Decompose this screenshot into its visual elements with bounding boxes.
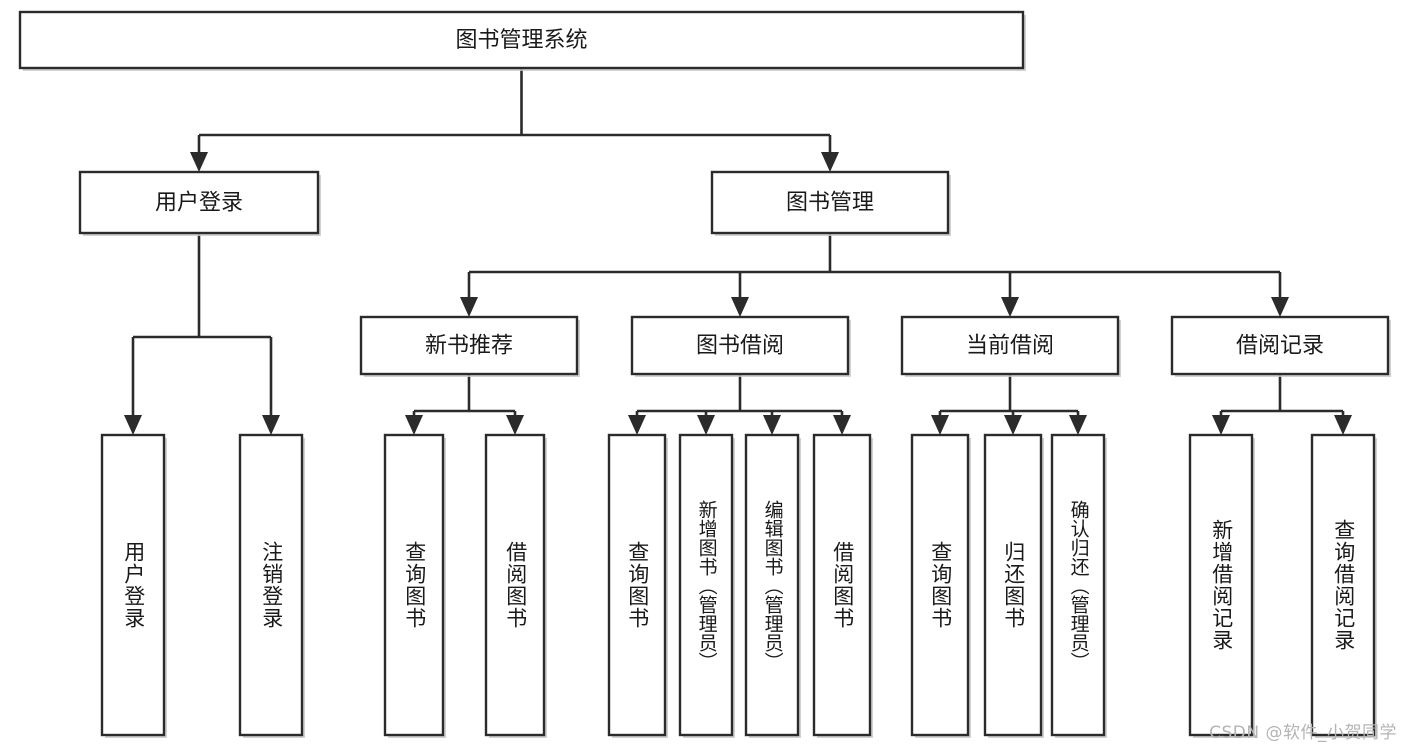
node-label-current-borrow: 当前借阅 bbox=[966, 334, 1054, 359]
connectors-layer bbox=[124, 68, 1352, 435]
arrow-head-icon bbox=[1212, 415, 1230, 435]
node-leaf-query-book-1[interactable] bbox=[383, 433, 445, 737]
arrow-head-icon bbox=[1334, 415, 1352, 435]
boxes-layer bbox=[18, 10, 1391, 738]
node-leaf-add-record[interactable] bbox=[1188, 433, 1254, 737]
node-current-borrow[interactable] bbox=[900, 315, 1120, 376]
node-label-root: 图书管理系统 bbox=[455, 28, 587, 53]
node-label-new-book-recommend: 新书推荐 bbox=[425, 334, 513, 359]
arrow-head-icon bbox=[1271, 297, 1289, 317]
node-new-book-recommend[interactable] bbox=[359, 315, 579, 376]
arrow-head-icon bbox=[1069, 415, 1087, 435]
node-leaf-query-book-3[interactable] bbox=[910, 433, 970, 737]
arrow-head-icon bbox=[506, 415, 524, 435]
arrow-head-icon bbox=[1001, 297, 1019, 317]
arrow-head-icon bbox=[124, 415, 142, 435]
node-leaf-return-book[interactable] bbox=[983, 433, 1043, 737]
arrow-head-icon bbox=[763, 415, 781, 435]
node-leaf-confirm-return[interactable] bbox=[1050, 433, 1106, 737]
node-leaf-query-book-2[interactable] bbox=[607, 433, 667, 737]
node-leaf-user-logout[interactable] bbox=[238, 433, 304, 737]
node-borrow-record[interactable] bbox=[1170, 315, 1390, 376]
arrow-head-icon bbox=[931, 415, 949, 435]
arrow-head-icon bbox=[821, 152, 839, 172]
node-label-book-borrow: 图书借阅 bbox=[696, 334, 784, 359]
node-leaf-add-book[interactable] bbox=[678, 433, 734, 737]
arrow-head-icon bbox=[628, 415, 646, 435]
node-label-borrow-record: 借阅记录 bbox=[1236, 334, 1324, 359]
arrow-head-icon bbox=[460, 297, 478, 317]
arrow-head-icon bbox=[833, 415, 851, 435]
node-root[interactable] bbox=[18, 10, 1025, 70]
node-leaf-query-record[interactable] bbox=[1310, 433, 1376, 737]
arrow-head-icon bbox=[731, 297, 749, 317]
node-book-manage[interactable] bbox=[710, 170, 950, 235]
node-leaf-borrow-book-1[interactable] bbox=[484, 433, 546, 737]
arrow-head-icon bbox=[262, 415, 280, 435]
node-label-user-login: 用户登录 bbox=[155, 191, 243, 216]
arrow-head-icon bbox=[405, 415, 423, 435]
node-label-book-manage: 图书管理 bbox=[786, 191, 874, 216]
csdn-watermark: CSDN @软件_小贺同学 bbox=[1209, 723, 1397, 743]
arrow-head-icon bbox=[1004, 415, 1022, 435]
node-leaf-user-login[interactable] bbox=[100, 433, 166, 737]
node-book-borrow[interactable] bbox=[630, 315, 850, 376]
arrow-head-icon bbox=[190, 152, 208, 172]
node-leaf-borrow-book-2[interactable] bbox=[812, 433, 872, 737]
node-leaf-edit-book[interactable] bbox=[744, 433, 800, 737]
arrow-head-icon bbox=[697, 415, 715, 435]
node-user-login[interactable] bbox=[78, 170, 320, 235]
